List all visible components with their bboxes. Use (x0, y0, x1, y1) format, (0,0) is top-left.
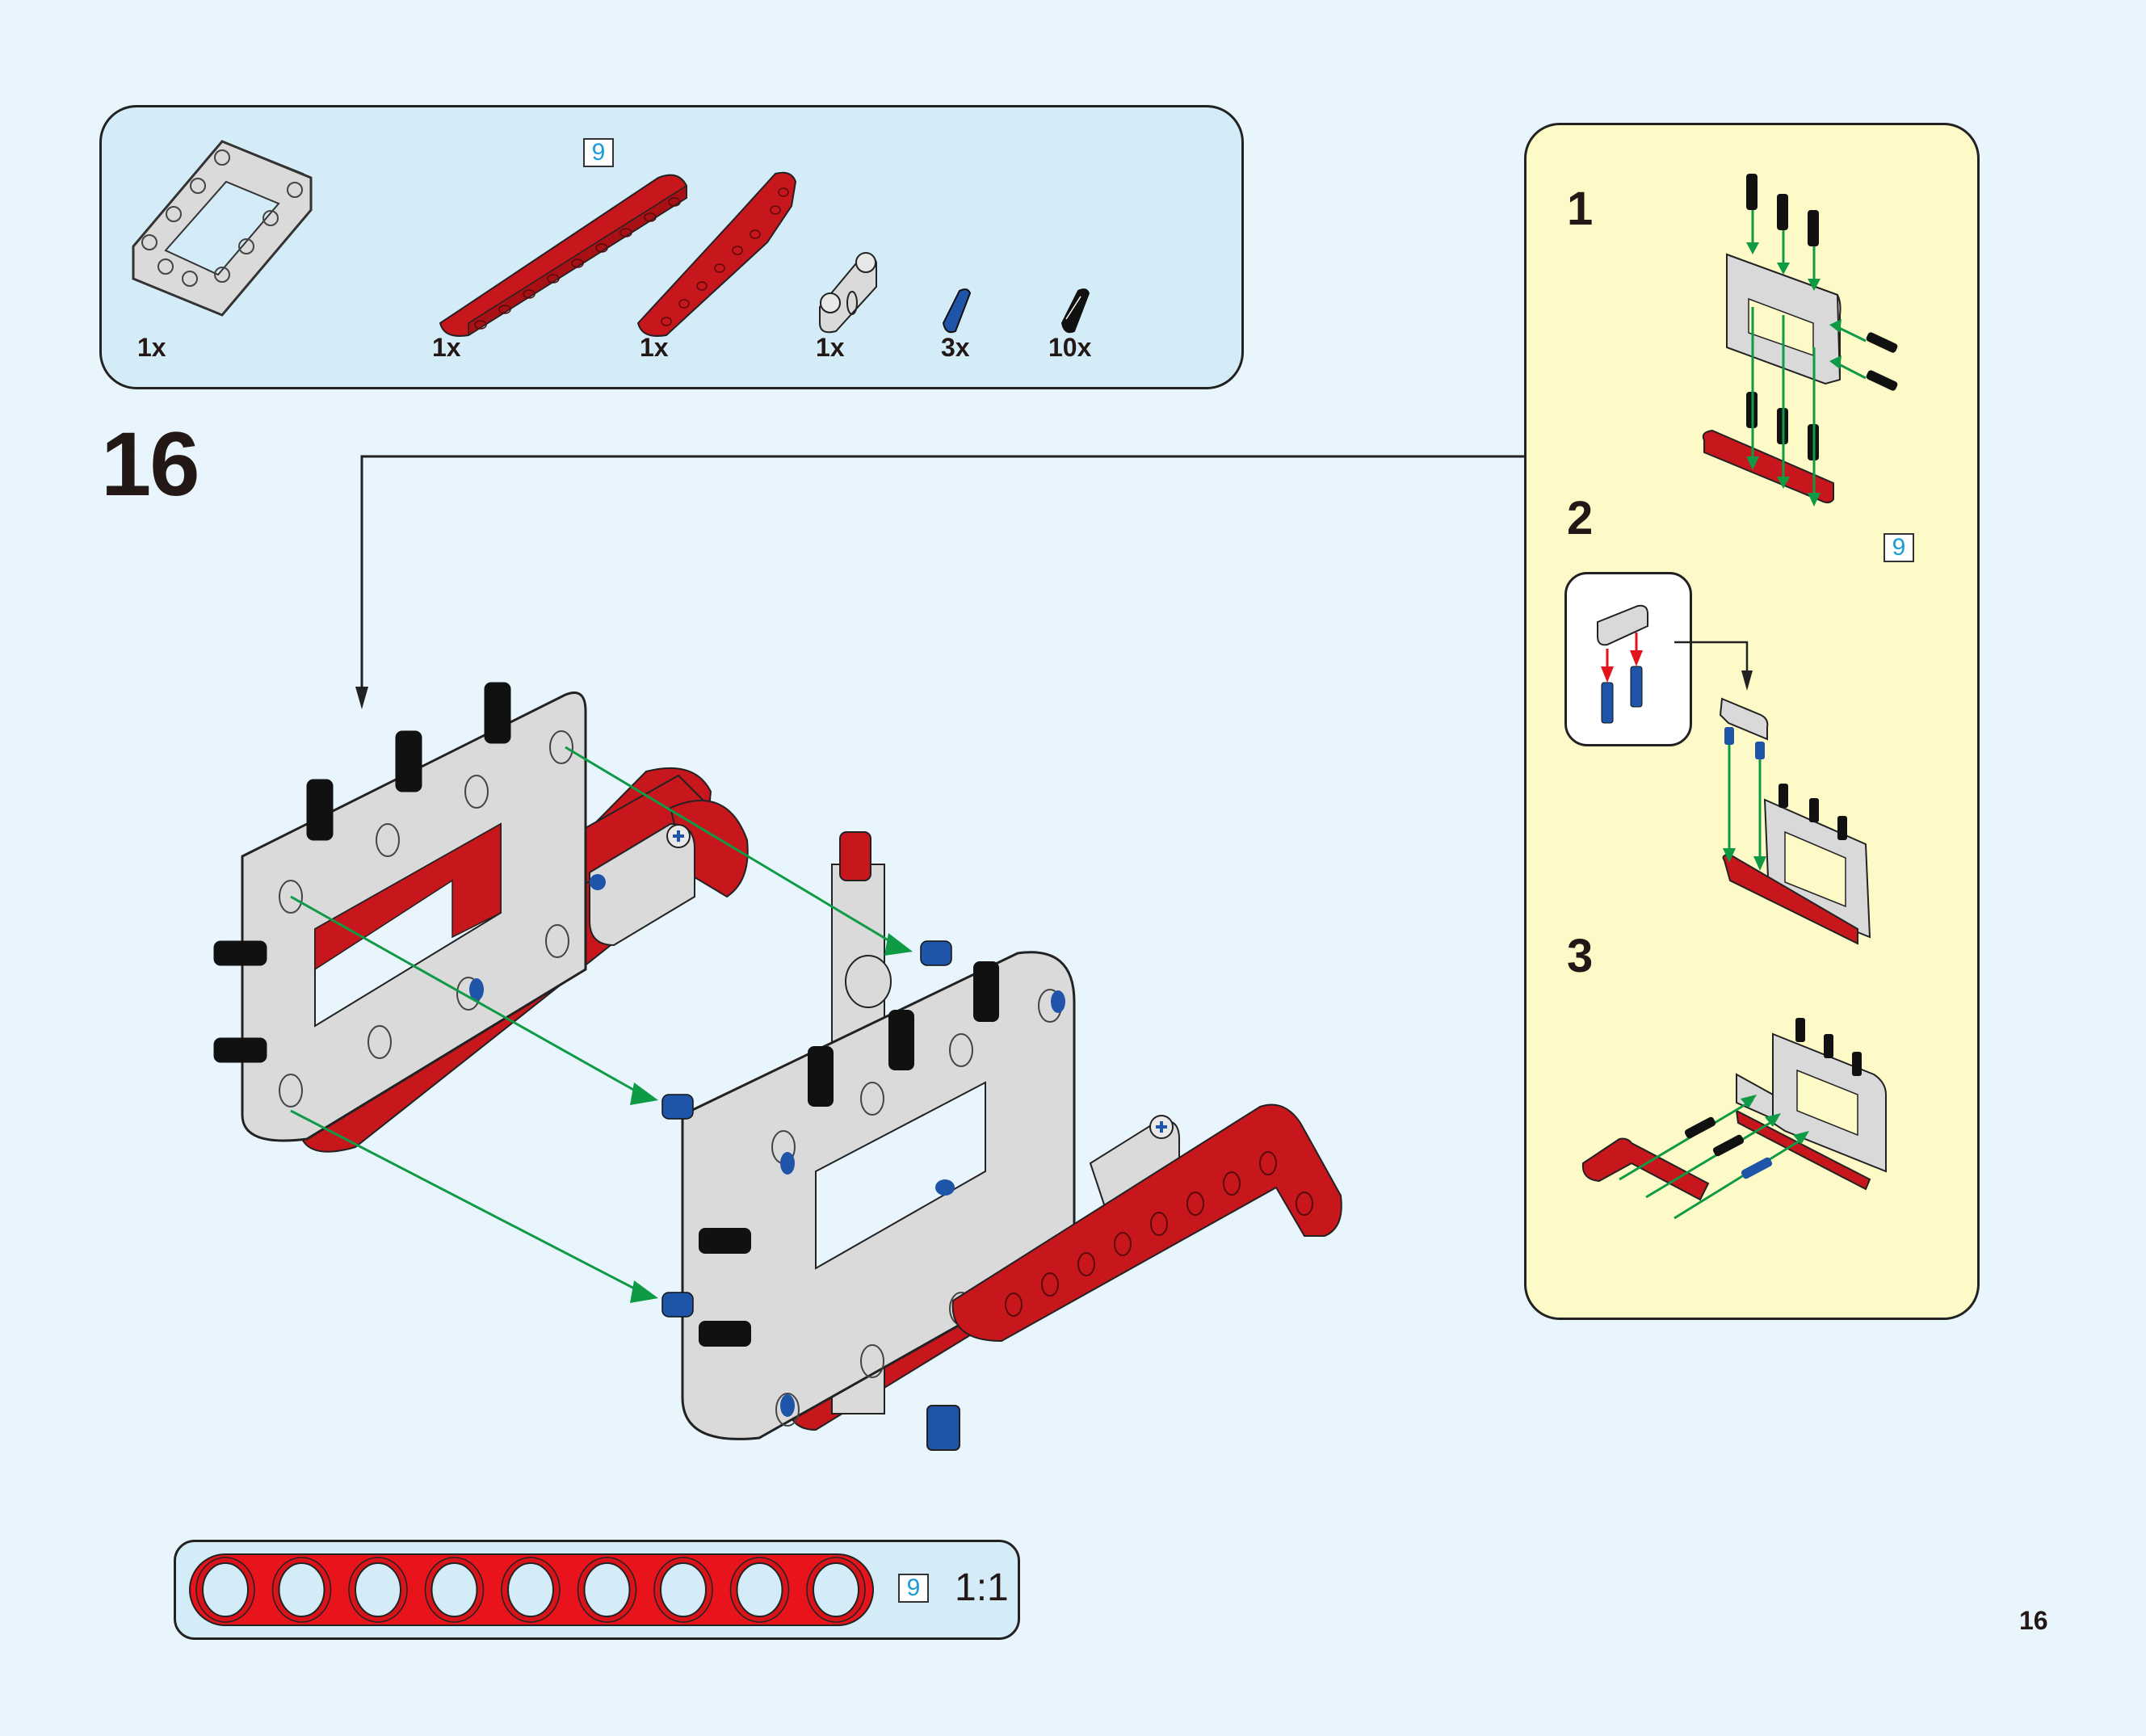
substep-number-2: 2 (1567, 492, 1594, 544)
beam-length-badge: 9 (898, 1574, 929, 1603)
part-quantity: 3x (941, 333, 970, 362)
ruler-hole (278, 1562, 325, 1617)
part-quantity: 1x (640, 333, 669, 362)
blue-axle-pin-part-icon (942, 288, 972, 334)
substep-1-illustration (1702, 174, 1898, 507)
bent-beam-part-icon (636, 171, 797, 337)
nine-hole-beam-ruler (189, 1553, 874, 1626)
part-quantity: 1x (137, 333, 166, 362)
straight-beam-part-icon (439, 174, 687, 337)
beam-length-badge: 9 (1884, 533, 1914, 562)
step-number: 16 (101, 414, 200, 515)
ruler-hole (355, 1562, 401, 1617)
substep-number-3: 3 (1567, 930, 1594, 982)
part-quantity: 10x (1048, 333, 1092, 362)
substep-2-illustration (1597, 604, 1871, 945)
pin-connector-part-icon (819, 252, 877, 334)
parts-list-panel (99, 105, 1244, 389)
beam-length-badge: 9 (583, 138, 614, 167)
ruler-hole (736, 1562, 783, 1617)
open-frame-part-icon (132, 140, 313, 317)
black-friction-pin-part-icon (1060, 288, 1090, 334)
part-quantity: 1x (432, 333, 461, 362)
ruler-hole (202, 1562, 249, 1617)
connector-detail-callout (1564, 572, 1692, 746)
ruler-hole (813, 1562, 859, 1617)
substep-3-illustration (1581, 1018, 1887, 1220)
ruler-hole (583, 1562, 631, 1617)
ruler-hole (660, 1562, 707, 1617)
part-quantity: 1x (816, 333, 845, 362)
ruler-hole (507, 1562, 554, 1617)
substep-number-1: 1 (1567, 183, 1594, 235)
ruler-hole (430, 1562, 478, 1617)
page-number: 16 (2019, 1606, 2048, 1635)
scale-label: 1:1 (955, 1566, 1009, 1609)
